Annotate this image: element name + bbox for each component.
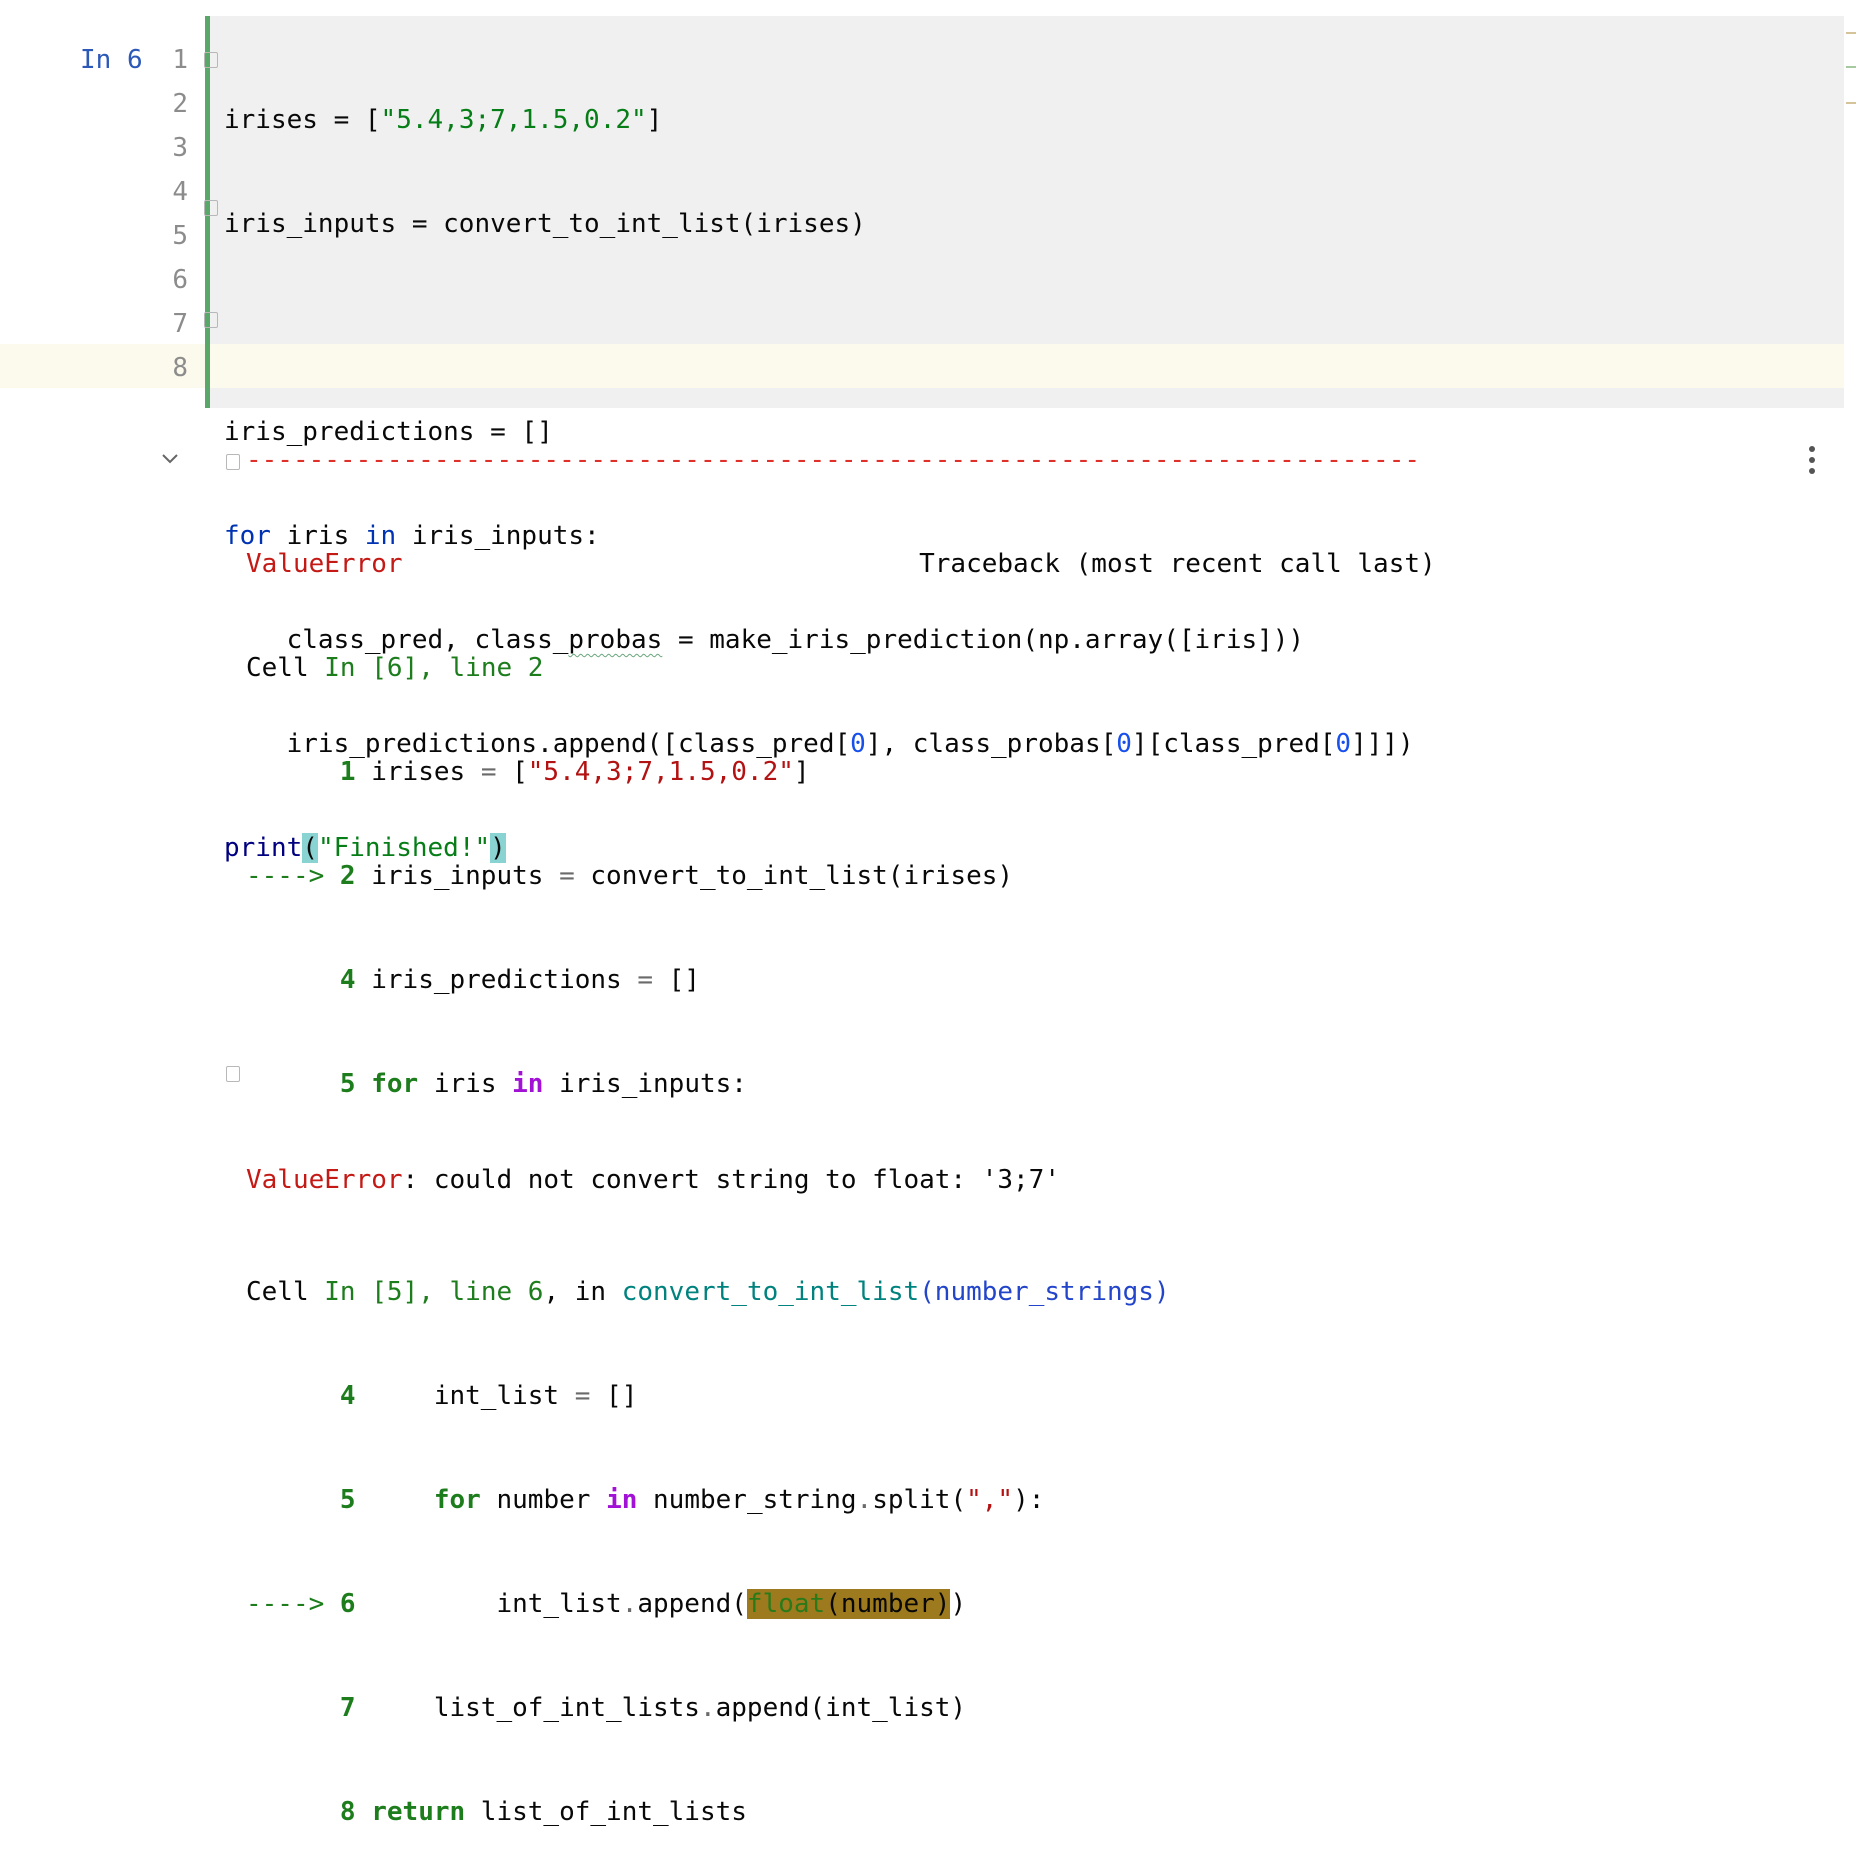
matching-brace: ) [490,833,506,863]
fold-end-icon[interactable] [226,1066,240,1082]
traceback-separator: ----------------------------------------… [246,445,1420,475]
code-editor[interactable]: irises = ["5.4,3;7,1.5,0.2"] iris_inputs… [224,38,1414,900]
traceback-cell-link[interactable]: In [6], line 2 [324,653,544,683]
scrollbar-marker [1846,102,1856,104]
code-cell-background[interactable] [208,16,1844,408]
code-line: iris_predictions = [] [224,417,553,447]
error-message: ValueError: could not convert string to … [246,1098,1060,1232]
line-number: 1 [172,45,188,75]
traceback-line: 4 iris_predictions = [] [339,965,700,995]
traceback-line: 8 return list_of_int_lists [339,1797,747,1827]
code-line: class_pred, class_probas = make_iris_pre… [224,625,1305,655]
traceback-line: 1 irises = ["5.4,3;7,1.5,0.2"] [339,757,810,787]
line-number: 3 [172,133,188,163]
traceback-line: Cell In [5], line 6, in convert_to_int_l… [246,1277,1170,1307]
traceback-line: 5 for iris in iris_inputs: [339,1069,747,1099]
error-location-highlight: float(number) [746,1589,951,1619]
traceback-line: ----> 6 int_list.append(float(number)) [246,1589,967,1619]
code-line: irises = ["5.4,3;7,1.5,0.2"] [224,105,663,135]
code-line: iris_inputs = convert_to_int_list(irises… [224,209,866,239]
fold-end-icon[interactable] [204,312,218,328]
traceback-cell-link[interactable]: In [5], line 6 [324,1277,544,1307]
line-number: 8 [172,353,188,383]
traceback-line: 7 list_of_int_lists.append(int_list) [339,1693,967,1723]
code-line [224,306,1414,350]
traceback-line: ValueError Traceback (most recent call l… [246,549,1436,579]
fold-start-icon[interactable] [204,52,218,68]
traceback-line: ValueError: could not convert string to … [246,1165,1060,1195]
current-line-highlight [0,344,1844,388]
fold-start-icon[interactable] [204,200,218,216]
line-number: 6 [172,265,188,295]
line-number: 2 [172,89,188,119]
line-number: 4 [172,177,188,207]
code-line: print("Finished!") [224,833,506,863]
spelling-warning[interactable]: probas [568,625,663,655]
code-line: iris_predictions.append([class_pred[0], … [224,729,1414,759]
traceback-line: 5 for number in number_string.split(",")… [339,1485,1045,1515]
fold-start-icon[interactable] [226,454,240,470]
code-line: for iris in iris_inputs: [224,521,600,551]
cell-executed-indicator [205,16,210,408]
collapse-output-chevron-icon[interactable] [160,446,180,466]
matching-brace: ( [302,833,318,863]
traceback-line: ----> 2 iris_inputs = convert_to_int_lis… [246,861,1014,891]
scrollbar-marker [1846,32,1856,34]
traceback-line: Cell In [6], line 2 [246,653,544,683]
execution-count-label: In 6 [80,45,143,75]
line-number-gutter: 1 2 3 4 5 6 7 8 [150,38,188,390]
line-number: 5 [172,221,188,251]
traceback-line: 4 int_list = [] [339,1381,638,1411]
scrollbar-marker [1846,66,1856,68]
output-options-icon[interactable] [1808,446,1816,474]
line-number: 7 [172,309,188,339]
